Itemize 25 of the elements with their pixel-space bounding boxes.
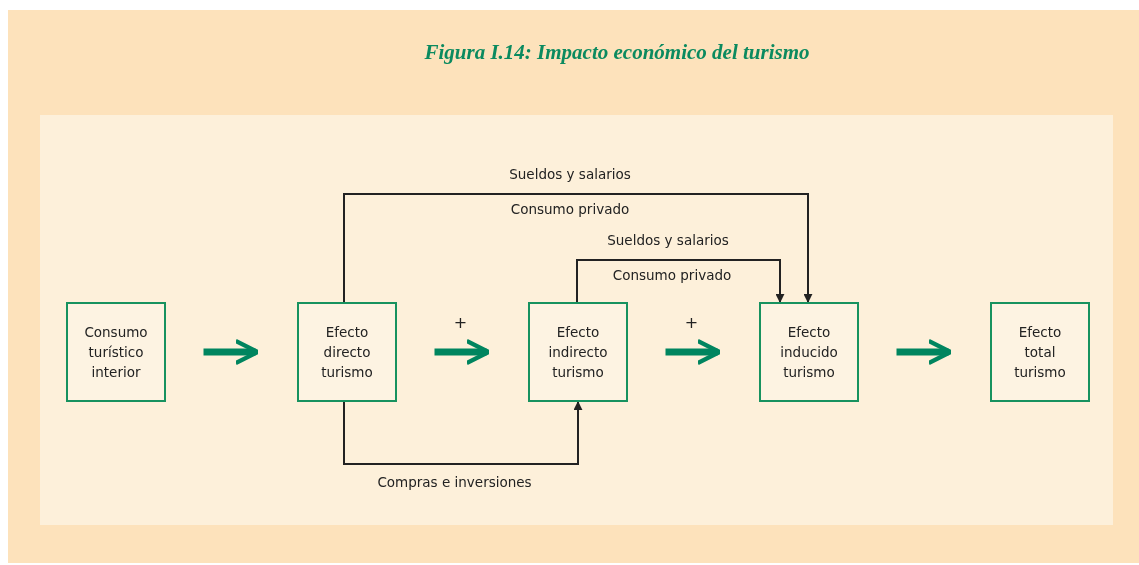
box-text: Consumo turístico interior xyxy=(83,322,149,383)
process-box xyxy=(990,302,1090,402)
process-box xyxy=(297,302,397,402)
edge-label: Sueldos y salarios xyxy=(509,166,631,182)
process-box xyxy=(66,302,166,402)
arrow xyxy=(665,338,722,366)
box-text: Efecto total turismo xyxy=(1013,322,1067,383)
figure-title: Figura I.14: Impacto económico del turismo xyxy=(423,40,811,65)
edge-label: Sueldos y salarios xyxy=(607,232,729,248)
edge-label: + xyxy=(453,312,468,332)
process-box xyxy=(759,302,859,402)
edge-label: + xyxy=(684,312,699,332)
arrow xyxy=(343,401,583,465)
flow-note: Consumo privado xyxy=(612,267,732,283)
edge-label: Compras e inversiones xyxy=(377,474,532,490)
arrow xyxy=(434,338,491,366)
box-text: Efecto indirecto turismo xyxy=(547,322,609,383)
process-box xyxy=(528,302,628,402)
arrow xyxy=(576,259,785,303)
arrow xyxy=(343,193,813,303)
flow-note: Consumo privado xyxy=(510,201,630,217)
arrow xyxy=(203,338,260,366)
arrow xyxy=(896,338,953,366)
box-text: Efecto inducido turismo xyxy=(779,322,839,383)
box-text: Efecto directo turismo xyxy=(320,322,374,383)
